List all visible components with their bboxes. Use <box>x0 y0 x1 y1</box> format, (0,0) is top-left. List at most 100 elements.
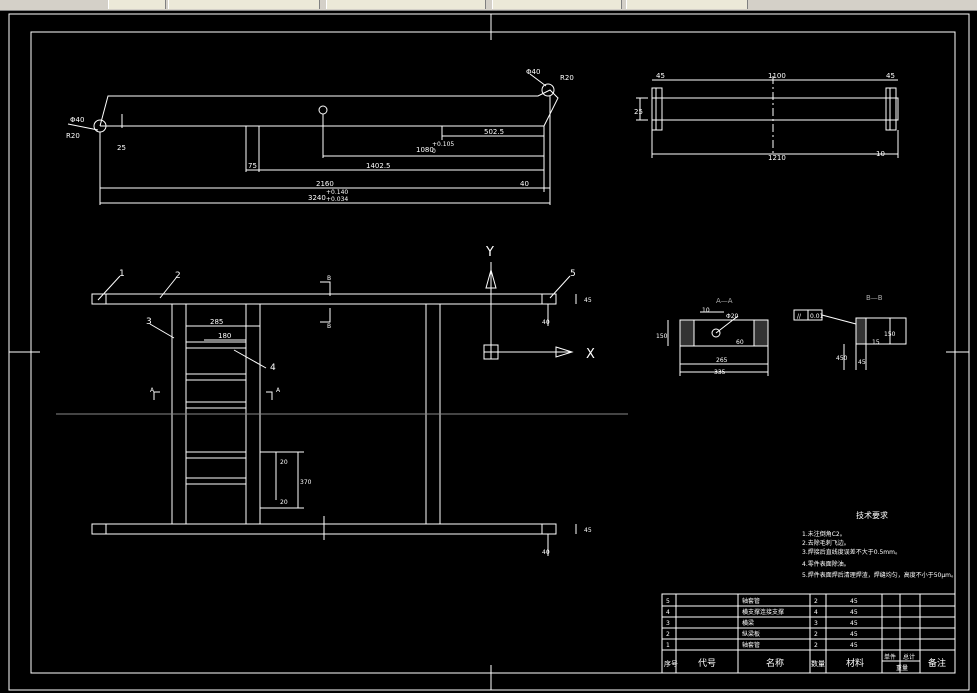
dim-bb-150: 150 <box>884 331 896 338</box>
dim-side-1080-tol: +0.105 <box>432 141 454 148</box>
dim-top-10: 10 <box>876 150 885 158</box>
tech-item-1: 1.未注倒角C2。 <box>802 530 846 538</box>
section-aa <box>667 311 769 376</box>
dim-plan-20b: 20 <box>280 499 288 506</box>
bom-header-weight: 重量 <box>896 664 908 672</box>
ucs-x-label: X <box>586 347 595 362</box>
bom-row-1-material: 45 <box>850 598 858 605</box>
dim-side-3240: 3240 <box>308 194 326 202</box>
tab-3[interactable] <box>326 0 486 9</box>
section-mark-a-left: A <box>150 387 155 394</box>
dim-plan-45b: 45 <box>584 527 592 534</box>
bom-row-5-name: 轴套管 <box>742 641 760 649</box>
bom-row-1-qty: 2 <box>814 598 818 605</box>
dim-top-1210: 1210 <box>768 154 786 162</box>
bom-row-1-no: 5 <box>666 598 670 605</box>
dim-plan-20a: 20 <box>280 459 288 466</box>
dim-side-1080: 1080 <box>416 146 434 154</box>
bom-row-4-qty: 2 <box>814 631 818 638</box>
side-view-body <box>99 89 559 127</box>
right-pivot-hole <box>541 83 555 97</box>
section-mark-a-right: A <box>276 387 281 394</box>
section-mark-b-top: B <box>327 275 331 282</box>
dim-side-r20-right: R20 <box>560 74 574 82</box>
dim-side-d40-left: Φ40 <box>70 116 84 124</box>
top-view-tube <box>651 97 899 121</box>
section-mark-b-bottom: B <box>327 323 331 330</box>
dim-plan-370: 370 <box>300 479 312 486</box>
tech-item-2: 2.去除毛刺飞边。 <box>802 539 850 547</box>
bom-row-2-qty: 4 <box>814 609 818 616</box>
bom-row-2-no: 4 <box>666 609 670 616</box>
dim-plan-40a: 40 <box>542 319 550 326</box>
bom-header-code: 代号 <box>698 658 716 669</box>
tolerance-value: 0.01 <box>810 313 824 320</box>
dim-side-14025: 1402.5 <box>366 162 391 170</box>
dim-aa-10: 10 <box>702 307 710 314</box>
top-view <box>636 76 899 158</box>
bom-row-3-name: 横梁 <box>742 619 754 627</box>
bom-header-total: 总计 <box>903 653 915 661</box>
section-bb-title: B—B <box>866 294 883 302</box>
bom-header-name: 名称 <box>766 657 784 669</box>
dim-top-45b: 45 <box>886 72 895 80</box>
tab-4[interactable] <box>492 0 622 9</box>
dim-bb-45: 45 <box>858 359 866 366</box>
tolerance-symbol: // <box>797 313 802 320</box>
balloon-5: 5 <box>570 269 576 279</box>
dim-side-3240-tol-b: +0.034 <box>326 196 348 203</box>
dim-aa-150: 150 <box>656 333 668 340</box>
bom-row-5-no: 1 <box>666 642 670 649</box>
dim-side-25: 25 <box>117 144 126 152</box>
document-tab-bar <box>0 0 977 11</box>
balloon-4: 4 <box>270 363 276 373</box>
section-aa-title: A—A <box>716 297 733 305</box>
bom-row-5-material: 45 <box>850 642 858 649</box>
bom-row-2-name: 横支撑连接支撑 <box>742 608 784 616</box>
dim-side-r20-left: R20 <box>66 132 80 140</box>
center-hole <box>318 105 328 115</box>
dim-side-75: 75 <box>248 162 257 170</box>
dim-plan-45a: 45 <box>584 297 592 304</box>
dim-bb-15: 15 <box>872 339 880 346</box>
bom-row-2-material: 45 <box>850 609 858 616</box>
tab-5[interactable] <box>626 0 748 9</box>
dim-aa-265: 265 <box>716 357 728 364</box>
dim-top-1100: 1100 <box>768 72 786 80</box>
dim-aa-20: Φ20 <box>726 313 739 320</box>
tech-title: 技术要求 <box>856 510 888 520</box>
bom-header-unit: 单件 <box>884 653 896 661</box>
tech-item-3: 3.焊接后直线度误差不大于0.5mm。 <box>802 548 901 556</box>
dim-bb-450: 450 <box>836 355 848 362</box>
dim-side-3240-tol: +0.140 <box>326 189 348 196</box>
dim-side-5025: 502.5 <box>484 128 504 136</box>
bom-header-material: 材料 <box>846 657 864 669</box>
bom-row-1-name: 轴套管 <box>742 597 760 605</box>
tab-2[interactable] <box>168 0 320 9</box>
bom-row-5-qty: 2 <box>814 642 818 649</box>
dim-plan-285: 285 <box>210 318 223 326</box>
balloon-2: 2 <box>175 271 181 281</box>
balloon-3: 3 <box>146 317 152 327</box>
bom-header-qty: 数量 <box>811 659 825 668</box>
tech-item-5: 5.焊件表面焊后清理焊渣，焊缝均匀，高度不小于50μm。 <box>802 571 957 579</box>
ucs-y-label: Y <box>485 245 494 260</box>
dim-side-40: 40 <box>520 180 529 188</box>
bom-row-3-material: 45 <box>850 620 858 627</box>
dim-side-2160: 2160 <box>316 180 334 188</box>
dim-top-25: 25 <box>634 108 643 116</box>
bom-header-remark: 备注 <box>928 657 946 669</box>
bom-row-4-no: 2 <box>666 631 670 638</box>
section-bb <box>793 309 907 370</box>
dim-top-45a: 45 <box>656 72 665 80</box>
balloon-1: 1 <box>119 269 125 279</box>
dim-plan-40b: 40 <box>542 549 550 556</box>
dim-aa-335: 335 <box>714 369 726 376</box>
dim-side-1080-tol-b: 0 <box>432 148 436 155</box>
dim-aa-60: 60 <box>736 339 744 346</box>
dim-side-d40-right: Φ40 <box>526 68 540 76</box>
tab-1[interactable] <box>108 0 166 9</box>
bom-row-3-no: 3 <box>666 620 670 627</box>
side-view <box>67 73 559 205</box>
